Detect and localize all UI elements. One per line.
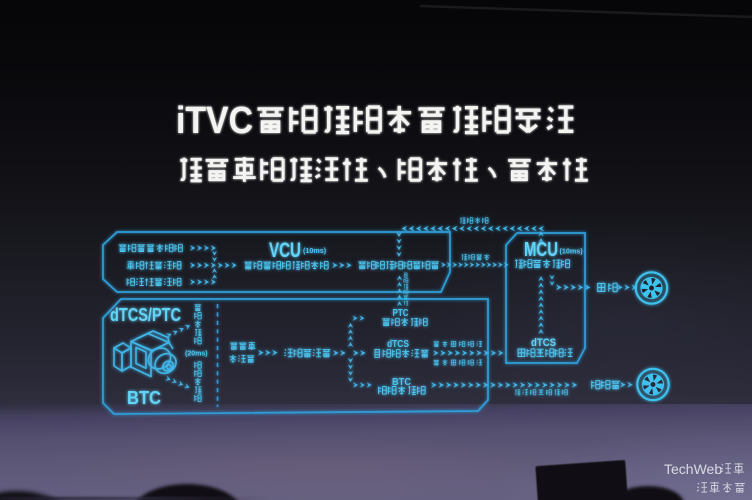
svg-text:PTC: PTC [393, 308, 410, 319]
svg-text:MCU: MCU [524, 238, 558, 261]
svg-text:BTC: BTC [392, 377, 412, 388]
svg-text:BTC: BTC [127, 388, 161, 408]
svg-text:VCU: VCU [269, 238, 301, 262]
svg-text:(20ms): (20ms) [185, 351, 208, 358]
svg-text:dTCS: dTCS [531, 337, 556, 349]
svg-text:iTVC: iTVC [176, 100, 253, 142]
svg-text:(10ms): (10ms) [560, 247, 584, 256]
svg-text:dTCS: dTCS [387, 339, 409, 350]
svg-text:dTCS/PTC: dTCS/PTC [110, 305, 181, 325]
svg-text:TechWeb: TechWeb [664, 461, 722, 477]
svg-text:(10ms): (10ms) [303, 246, 327, 255]
